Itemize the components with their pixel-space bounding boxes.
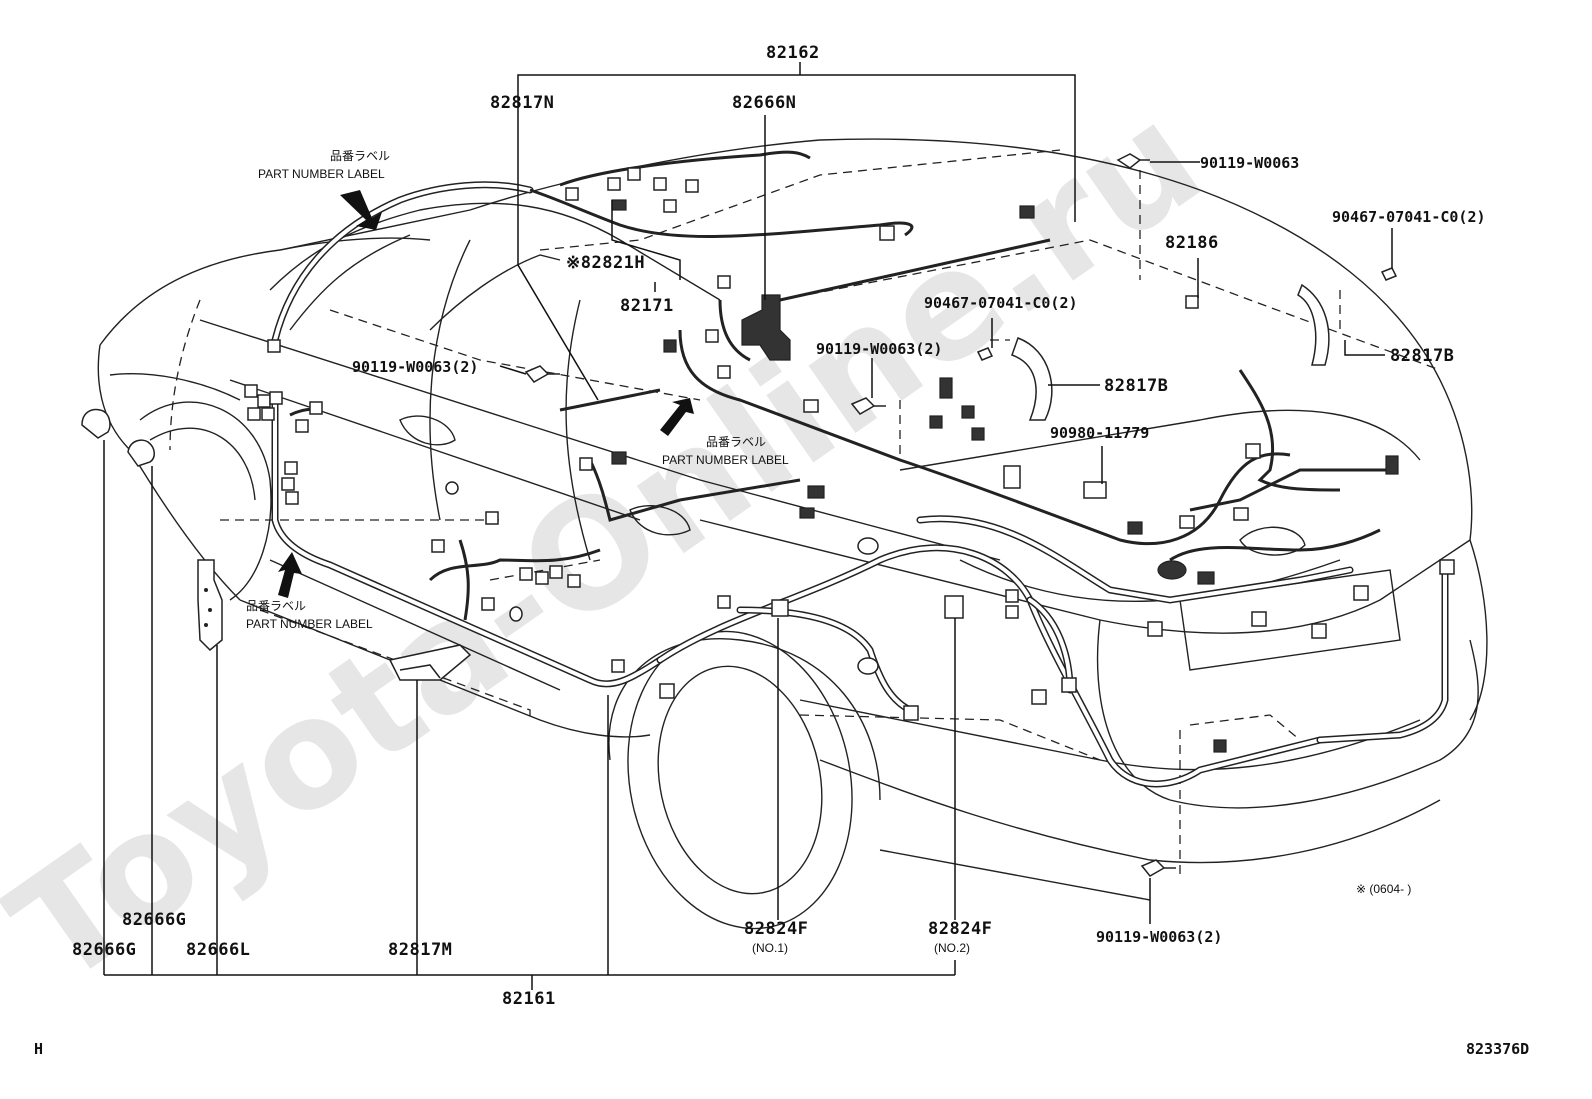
bolt-icons: [524, 153, 1398, 877]
part-82162-label: 82162: [766, 43, 820, 63]
leader-lines: [103, 62, 1393, 990]
part-82824f-2-label: 82824F: [928, 919, 992, 939]
pn-label-jp-mid: 品番ラベル: [706, 435, 766, 449]
clip-82666g: [81, 408, 155, 467]
part-82666l-label: 82666L: [186, 940, 250, 960]
watermark: Toyota-Online.ru: [0, 71, 1231, 1019]
part-82171-label: 82171: [620, 296, 674, 316]
diagram-id: 823376D: [1466, 1040, 1529, 1058]
part-82824f-1-sub: (NO.1): [752, 941, 788, 955]
bracket-82666l: [197, 559, 223, 652]
part-82821h-label: ※82821H: [566, 253, 645, 273]
footnote: ※ (0604- ): [1356, 882, 1411, 896]
part-82666g-outer-label: 82666G: [72, 940, 136, 960]
part-82824f-2-sub: (NO.2): [934, 941, 970, 955]
part-82666n-label: 82666N: [732, 93, 796, 113]
part-90119-top-label: 90119-W0063: [1200, 154, 1299, 172]
part-90467-mid-label: 90467-07041-C0(2): [924, 294, 1078, 312]
bracket-82817b: [1011, 283, 1330, 421]
part-82817n-label: 82817N: [490, 93, 554, 113]
pn-label-jp-top: 品番ラベル: [330, 149, 390, 163]
bracket-82817m: [388, 644, 472, 681]
part-82817b-mid-label: 82817B: [1104, 376, 1168, 396]
part-90119-mid-right-label: 90119-W0063(2): [816, 340, 942, 358]
part-82666g-inner-label: 82666G: [122, 910, 186, 930]
part-labels: 82162 82817N 82666N ※82821H 82171 90119-…: [34, 43, 1529, 1058]
corner-left-code: H: [34, 1040, 43, 1058]
part-number-label-arrows: [278, 190, 694, 598]
connectors: [244, 167, 1455, 753]
part-90980-label: 90980-11779: [1050, 424, 1149, 442]
relay-block-82666n: [741, 294, 791, 361]
part-90467-right-label: 90467-07041-C0(2): [1332, 208, 1486, 226]
part-82161-label: 82161: [502, 989, 556, 1009]
part-82186-label: 82186: [1165, 233, 1219, 253]
part-82824f-1-label: 82824F: [744, 919, 808, 939]
pn-label-en-top: PART NUMBER LABEL: [258, 167, 385, 181]
part-82817b-right-label: 82817B: [1390, 346, 1454, 366]
pn-label-en-bottom: PART NUMBER LABEL: [246, 617, 373, 631]
part-82817m-label: 82817M: [388, 940, 452, 960]
part-90119-bottom-label: 90119-W0063(2): [1096, 928, 1222, 946]
pn-label-jp-bottom: 品番ラベル: [246, 599, 306, 613]
pn-label-en-mid: PART NUMBER LABEL: [662, 453, 789, 467]
dashed-hidden-edges: [169, 149, 1441, 880]
part-90119-mid-left-label: 90119-W0063(2): [352, 358, 478, 376]
car-body-outline: [97, 138, 1488, 930]
